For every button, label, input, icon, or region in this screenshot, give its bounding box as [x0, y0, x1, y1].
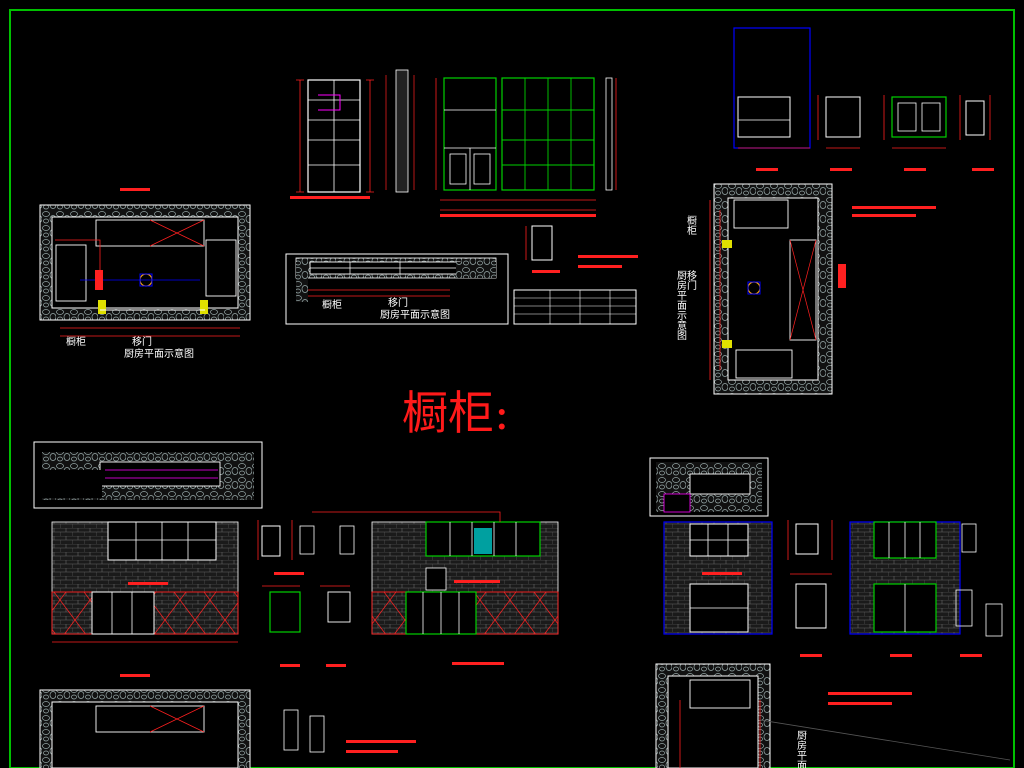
kitchen-plan-center [285, 253, 509, 325]
plan-center-cabinet-label: 橱柜 [322, 298, 342, 311]
plan-center-caption: 厨房平面示意图 [380, 308, 450, 321]
lower-right-plan-strip [649, 457, 769, 517]
lower-center-elevation [312, 511, 559, 665]
title-block [513, 289, 637, 325]
plan-right-cabinet-label: 橱柜 [685, 214, 697, 236]
plan-left-door-label: 移门 [132, 335, 152, 348]
bottom-left-plan [39, 674, 416, 768]
plan-left-cabinet-label: 橱柜 [66, 335, 86, 348]
plan-bottom-right-caption: 厨房平面示意图 [795, 730, 807, 768]
plan-right-caption: 厨房平面示意图 [675, 270, 687, 341]
lower-left-plan-strip [33, 441, 263, 509]
bottom-right-plan [655, 663, 1011, 768]
plan-left-caption: 厨房平面示意图 [124, 347, 194, 360]
section-title-cabinets: 橱柜: [402, 386, 510, 440]
drawing-border [9, 9, 1015, 768]
detail-small [525, 225, 638, 273]
elevation-group-top [290, 69, 617, 217]
lower-left-details [257, 520, 355, 667]
plan-right-door-label: 移门 [685, 269, 697, 291]
kitchen-plan-left [39, 188, 251, 337]
lower-left-elevation [51, 521, 239, 643]
elevation-group-top-right [733, 27, 994, 171]
kitchen-plan-right [709, 183, 936, 395]
plan-center-door-label: 移门 [388, 296, 408, 309]
lower-right-elevation [663, 520, 1003, 657]
